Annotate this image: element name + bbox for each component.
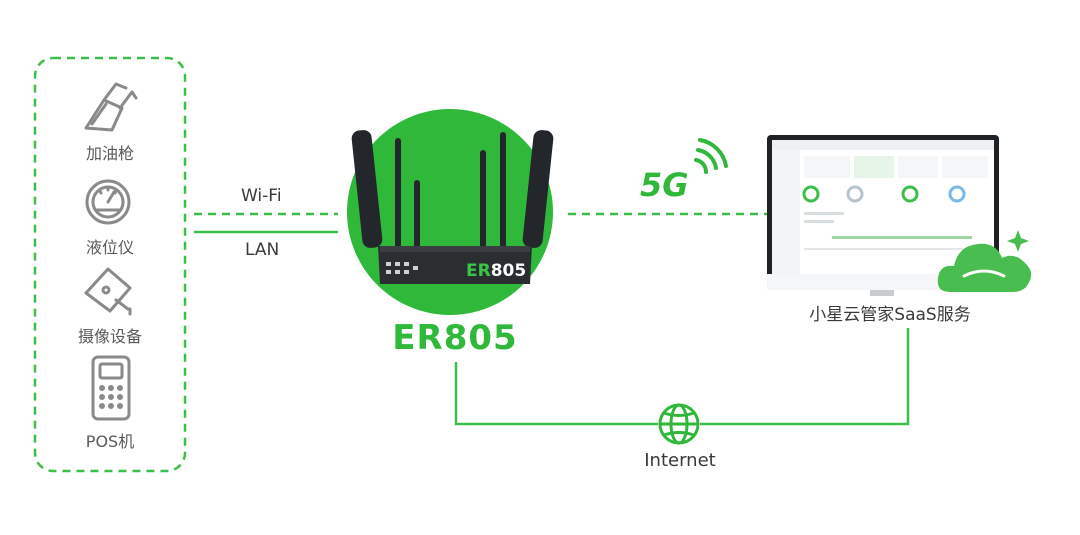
- device-label-gauge: 液位仪: [85, 238, 134, 257]
- internet-label: Internet: [644, 450, 716, 471]
- globe-icon: [658, 403, 700, 445]
- fuel-nozzle-icon: [84, 82, 138, 132]
- pos-terminal-icon: [91, 355, 131, 421]
- internet-link-left: [454, 362, 658, 426]
- gauge-icon: [85, 179, 131, 225]
- lan-label: LAN: [245, 240, 280, 260]
- monitor-icon: [767, 135, 999, 296]
- camera-icon: [84, 267, 132, 316]
- wifi-label: Wi-Fi: [241, 186, 282, 206]
- router-icon: [351, 130, 554, 284]
- cloud-service-label: 小星云管家SaaS服务: [809, 305, 971, 325]
- device-label-fuel-nozzle: 加油枪: [85, 144, 134, 163]
- internet-link-right: [700, 328, 910, 426]
- device-label-camera: 摄像设备: [77, 327, 142, 346]
- router-name: ER805: [392, 318, 518, 358]
- devices-group-box: [33, 56, 187, 473]
- router-front-label: ER805: [466, 261, 527, 281]
- device-label-pos: POS机: [85, 432, 135, 451]
- 5g-signal-icon: [694, 138, 728, 174]
- cellular-label: 5G: [640, 166, 689, 204]
- cloud-icon: [937, 230, 1032, 292]
